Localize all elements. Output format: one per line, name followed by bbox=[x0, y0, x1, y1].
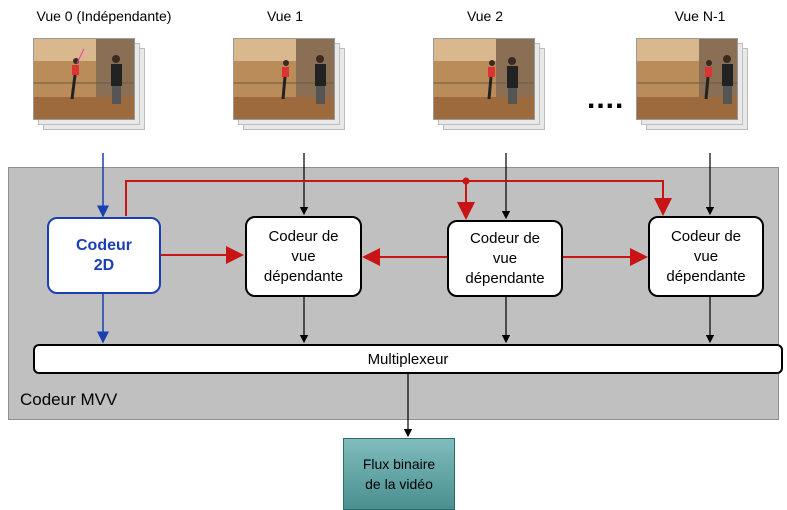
encoder-label-line3: dépendante bbox=[666, 267, 746, 285]
dependent-encoder-3: Codeur de vue dépendante bbox=[648, 216, 764, 297]
output-line1: Flux binaire bbox=[362, 456, 436, 472]
video-frame-image bbox=[33, 38, 135, 120]
encoder-label-line3: dépendante bbox=[465, 269, 545, 287]
view-label-n1: Vue N-1 bbox=[674, 8, 726, 24]
encoder-2d-line1: Codeur bbox=[76, 236, 132, 254]
view-0-frames bbox=[33, 38, 145, 130]
view-label-0: Vue 0 (Indépendante) bbox=[36, 8, 172, 24]
video-frame-image bbox=[433, 38, 535, 120]
dependent-encoder-2: Codeur de vue dépendante bbox=[447, 220, 563, 297]
more-views-ellipsis: .... bbox=[587, 82, 625, 115]
multiplexer-label: Multiplexeur bbox=[367, 350, 449, 368]
output-line2: de la vidéo bbox=[365, 476, 433, 492]
video-frame-image bbox=[233, 38, 335, 120]
dependent-encoder-1: Codeur de vue dépendante bbox=[245, 216, 362, 297]
encoder-label-line2: vue bbox=[291, 247, 316, 265]
view-label-2: Vue 2 bbox=[466, 8, 504, 24]
view-1-frames bbox=[233, 38, 345, 130]
view-label-1: Vue 1 bbox=[266, 8, 304, 24]
red-top-bus bbox=[125, 180, 672, 216]
encoder-label-line2: vue bbox=[492, 249, 518, 267]
view-2-frames bbox=[433, 38, 545, 130]
view-n1-frames bbox=[636, 38, 748, 130]
video-frame-image bbox=[636, 38, 738, 120]
encoder-label-line1: Codeur de bbox=[670, 227, 742, 245]
multiplexer-box: Multiplexeur bbox=[33, 344, 783, 374]
encoder-label-line3: dépendante bbox=[263, 267, 344, 285]
panel-label: Codeur MVV bbox=[20, 390, 118, 409]
encoder-2d-line2: 2D bbox=[93, 256, 115, 274]
output-bitstream-box: Flux binaire de la vidéo bbox=[343, 438, 455, 510]
encoder-label-line1: Codeur de bbox=[268, 227, 339, 245]
red-junction bbox=[462, 177, 470, 185]
encoder-label-line1: Codeur de bbox=[469, 229, 541, 247]
encoder-2d-box: Codeur 2D bbox=[47, 217, 161, 294]
encoder-label-line2: vue bbox=[693, 247, 719, 265]
